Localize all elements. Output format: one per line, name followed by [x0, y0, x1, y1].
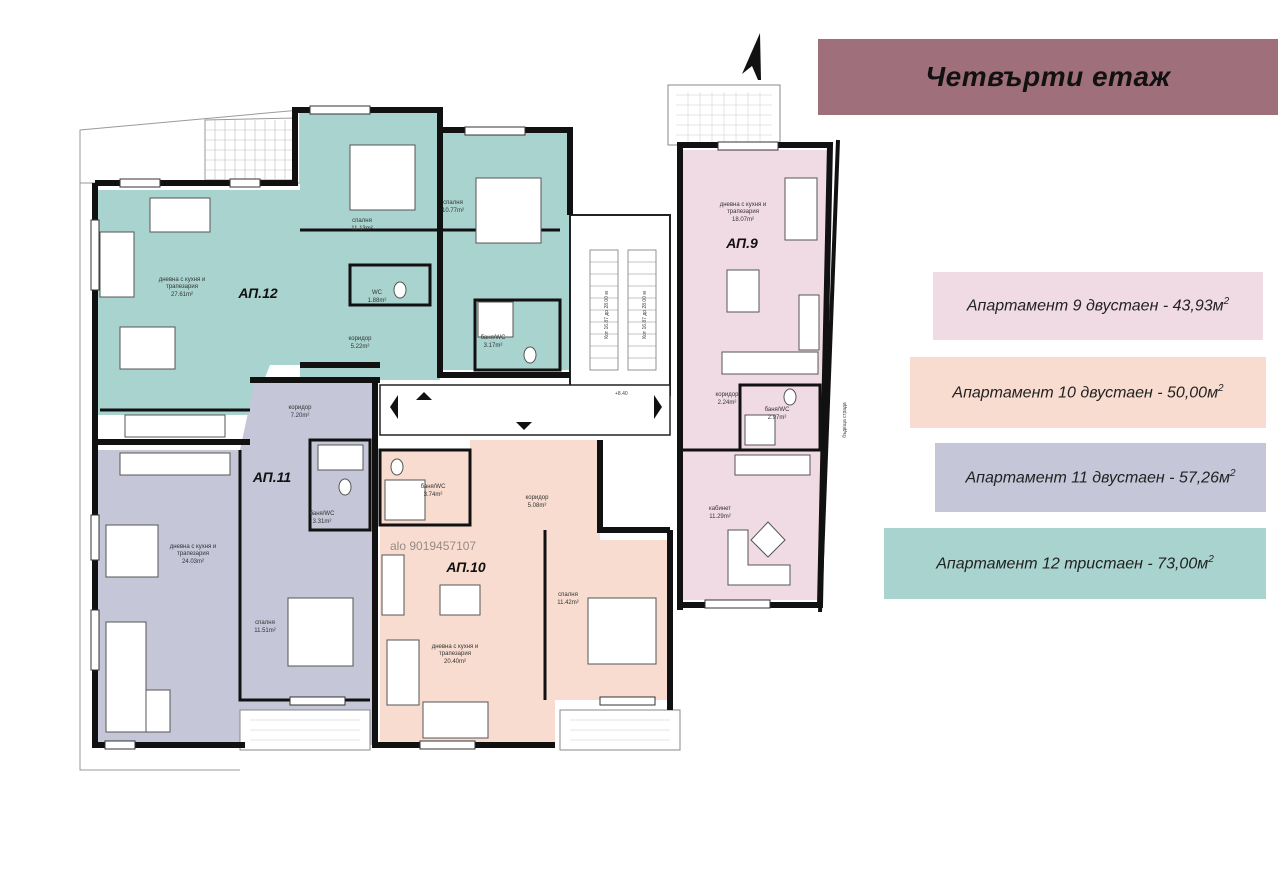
legend-apt9-sup: 2	[1223, 296, 1230, 308]
balcony-apt9	[667, 84, 781, 146]
balcony-south	[239, 709, 681, 751]
svg-text:баня/WC: баня/WC	[310, 511, 336, 517]
svg-text:трапезария: трапезария	[177, 551, 209, 557]
bath-fixtures	[317, 281, 797, 521]
svg-text:11.42m²: 11.42m²	[557, 600, 579, 606]
windows	[90, 105, 779, 750]
room-ap11-bath: баня/WC 3.31m²	[310, 511, 336, 525]
room-ap11-corridor: коридор 7.20m²	[289, 405, 313, 419]
room-ap11-bed: спалня 11.51m²	[254, 620, 276, 634]
watermark-id: alo 9019457107	[390, 539, 476, 553]
svg-text:спалня: спалня	[443, 200, 463, 206]
svg-text:баня/WC: баня/WC	[421, 484, 447, 490]
svg-text:5.22m²: 5.22m²	[351, 344, 370, 350]
apt12-zone	[95, 110, 570, 415]
floor-title-banner: Четвърти етаж	[818, 39, 1278, 115]
room-ap10-bed: спалня 11.42m²	[557, 592, 579, 606]
staircase	[569, 214, 671, 396]
svg-text:3.31m²: 3.31m²	[313, 519, 332, 525]
room-ap10-living: дневна с кухня и трапезария 20.40m²	[432, 644, 479, 665]
north-arrow-icon	[742, 33, 761, 80]
legend-apt12-text: Апартамент 12 тристаен - 73,00м	[936, 555, 1209, 573]
svg-text:спалня: спалня	[558, 592, 578, 598]
svg-text:24.03m²: 24.03m²	[182, 559, 204, 565]
room-ap12-bed1: спалня 11.13m²	[351, 218, 373, 232]
apt10-label: АП.10	[445, 559, 486, 575]
svg-text:2.97m²: 2.97m²	[768, 415, 787, 421]
svg-text:дневна с кухня и: дневна с кухня и	[432, 644, 479, 650]
svg-text:18.07m²: 18.07m²	[732, 217, 754, 223]
room-ap12-wc: WC 1.88m²	[368, 290, 387, 304]
svg-text:5.08m²: 5.08m²	[528, 503, 547, 509]
apt9-zone	[680, 150, 830, 600]
room-ap10-bath: баня/WC 3.74m²	[421, 484, 447, 498]
future-building-label: бъдеща сграда	[842, 402, 848, 438]
legend-apt11-text: Апартамент 11 двустаен - 57,26м	[965, 469, 1230, 487]
legend-apt11-sup: 2	[1229, 467, 1236, 479]
apt9-label: АП.9	[725, 235, 758, 251]
dining-tables	[105, 269, 760, 616]
svg-text:коридор: коридор	[716, 392, 740, 398]
svg-text:11.13m²: 11.13m²	[351, 226, 373, 232]
study-desk	[734, 454, 811, 558]
svg-text:трапезария: трапезария	[166, 284, 198, 290]
svg-text:трапезария: трапезария	[439, 651, 471, 657]
svg-text:коридор: коридор	[289, 405, 313, 411]
legend-apt10-text: Апартамент 10 двустаен - 50,00м	[952, 384, 1219, 402]
room-ap12-bed2: спалня 10.77m²	[442, 200, 464, 214]
svg-text:кабинет: кабинет	[709, 506, 731, 512]
legend-apt11: Апартамент 11 двустаен - 57,26м2	[935, 443, 1266, 512]
svg-text:коридор: коридор	[349, 336, 373, 342]
svg-text:10.77m²: 10.77m²	[442, 208, 464, 214]
svg-text:баня/WC: баня/WC	[765, 407, 791, 413]
room-ap9-corridor: коридор 2.24m²	[716, 392, 740, 406]
svg-text:спалня: спалня	[352, 218, 372, 224]
apt12-label: АП.12	[237, 285, 278, 301]
room-ap12-corridor: коридор 5.22m²	[349, 336, 373, 350]
apt11-label: АП.11	[252, 469, 291, 485]
stair-label-right: Кот 16.87 до 28.00 м	[642, 291, 648, 339]
svg-text:11.51m²: 11.51m²	[254, 628, 276, 634]
future-building-hatch	[818, 139, 840, 613]
room-ap9-living: дневна с кухня и трапезария 18.07m²	[720, 202, 767, 223]
room-ap12-living: дневна с кухня и трапезария 27.61m²	[159, 277, 206, 298]
common-hall	[379, 384, 671, 436]
level-mark: +8.40	[615, 391, 628, 397]
room-ap10-corridor: коридор 5.08m²	[526, 495, 550, 509]
svg-text:3.74m²: 3.74m²	[424, 492, 443, 498]
svg-text:дневна с кухня и: дневна с кухня и	[170, 544, 217, 550]
svg-text:3.17m²: 3.17m²	[484, 343, 503, 349]
legend-apt10-sup: 2	[1218, 382, 1224, 394]
stair-label-left: Кот 16.87 до 28.00 м	[604, 291, 610, 339]
svg-text:спалня: спалня	[255, 620, 275, 626]
svg-text:11.29m²: 11.29m²	[709, 514, 731, 520]
terrace-grid-topleft	[205, 120, 296, 180]
room-ap9-bath: баня/WC 2.97m²	[765, 407, 791, 421]
sofas	[99, 177, 818, 739]
legend-apt10: Апартамент 10 двустаен - 50,00м2	[910, 357, 1266, 428]
svg-text:WC: WC	[372, 290, 383, 296]
svg-text:дневна с кухня и: дневна с кухня и	[720, 202, 767, 208]
svg-text:баня/WC: баня/WC	[481, 335, 507, 341]
svg-text:2.24m²: 2.24m²	[718, 400, 737, 406]
svg-text:1.88m²: 1.88m²	[368, 298, 387, 304]
svg-text:27.61m²: 27.61m²	[171, 292, 193, 298]
room-ap12-bath: баня/WC 3.17m²	[481, 335, 507, 349]
legend-apt12: Апартамент 12 тристаен - 73,00м2	[884, 528, 1266, 599]
svg-text:трапезария: трапезария	[727, 209, 759, 215]
floor-title: Четвърти етаж	[925, 61, 1171, 92]
legend-apt12-sup: 2	[1208, 553, 1214, 565]
floor-plan: бъдеща сграда Кот 16.87 до 28.00 м Кот 1…	[79, 33, 848, 771]
legend-apt9-text: Апартамент 9 двустаен - 43,93м	[966, 297, 1224, 315]
legend-apt9: Апартамент 9 двустаен - 43,93м2	[933, 272, 1263, 340]
svg-text:дневна с кухня и: дневна с кухня и	[159, 277, 206, 283]
room-ap11-living: дневна с кухня и трапезария 24.03m²	[170, 544, 217, 565]
room-ap9-study: кабинет 11.29m²	[709, 506, 731, 520]
svg-text:коридор: коридор	[526, 495, 550, 501]
svg-text:7.20m²: 7.20m²	[291, 413, 310, 419]
svg-text:20.40m²: 20.40m²	[444, 659, 466, 665]
kitchen-counters	[119, 294, 820, 616]
bed-furniture	[287, 144, 657, 667]
